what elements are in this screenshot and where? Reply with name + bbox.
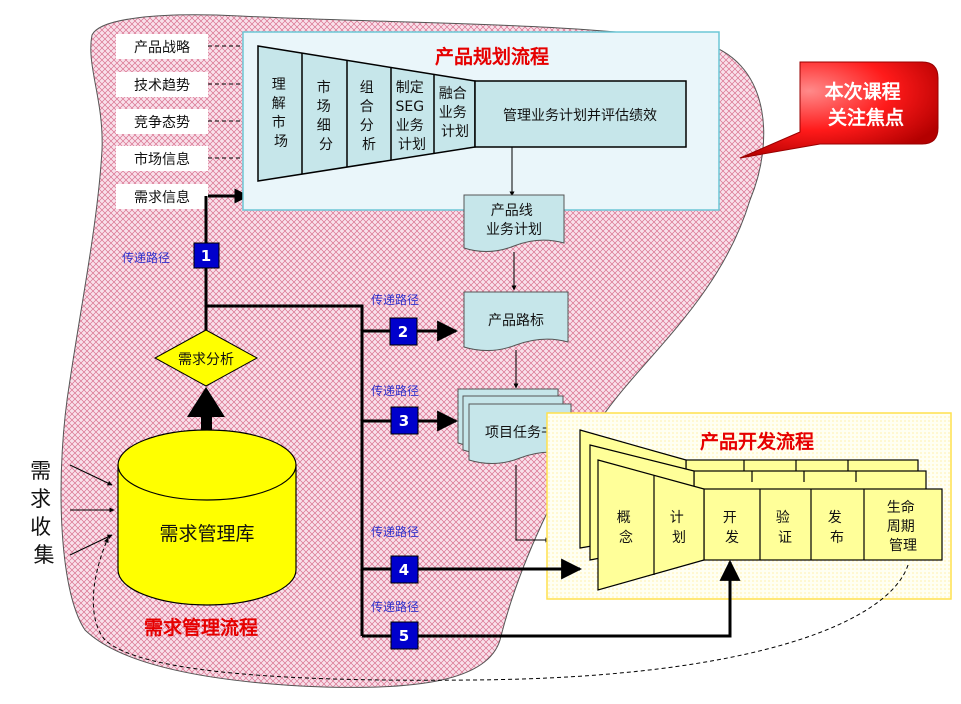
path-number-4: 4 bbox=[399, 561, 409, 579]
path-label-3: 传递路径 bbox=[371, 383, 419, 398]
dev-phase-dividers bbox=[759, 489, 865, 560]
charter-to-dev-arrow bbox=[515, 465, 551, 543]
path-label-1: 传递路径 bbox=[122, 250, 170, 265]
requirement-process-title: 需求管理流程 bbox=[144, 616, 258, 639]
path-number-3: 3 bbox=[399, 412, 409, 430]
planning-step-4: 制定 SEG 业务 计划 bbox=[395, 80, 428, 153]
requirement-collect-label: 需 求 收 集 bbox=[30, 459, 58, 567]
planning-final-step-label: 管理业务计划并评估绩效 bbox=[503, 108, 657, 124]
database-label: 需求管理库 bbox=[159, 523, 254, 545]
path-label-5: 传递路径 bbox=[371, 599, 419, 614]
dev-funnel-stage-1: 概 念 bbox=[617, 510, 635, 546]
input-label: 需求信息 bbox=[134, 189, 190, 206]
big-up-arrow bbox=[187, 387, 225, 458]
development-title: 产品开发流程 bbox=[700, 430, 814, 453]
dev-phase-2: 验 证 bbox=[776, 510, 794, 546]
dev-phase-1: 开 发 bbox=[723, 510, 741, 546]
dev-funnel bbox=[597, 459, 705, 591]
path-badge-5 bbox=[390, 621, 419, 650]
requirement-analysis-label: 需求分析 bbox=[178, 352, 234, 368]
path-badge-2 bbox=[389, 317, 418, 346]
path-number-2: 2 bbox=[398, 323, 408, 341]
charter-label: 项目任务书 bbox=[485, 425, 555, 441]
path-number-5: 5 bbox=[399, 627, 409, 645]
path-badge-3 bbox=[390, 406, 419, 435]
dev-phase-4: 生命 周期 管理 bbox=[887, 499, 919, 554]
business-plan-label: 产品线 业务计划 bbox=[486, 203, 542, 238]
dev-phase-row bbox=[703, 488, 943, 561]
dev-phase-3: 发 布 bbox=[828, 510, 846, 546]
input-label: 技术趋势 bbox=[134, 78, 190, 94]
path-badge-4 bbox=[390, 555, 419, 584]
roadmap-doc bbox=[463, 291, 569, 351]
input-list: 产品战略 技术趋势 竞争态势 市场信息 需求信息 bbox=[116, 34, 208, 209]
focus-callout bbox=[739, 61, 939, 159]
planning-step-3: 组 合 分 析 bbox=[360, 80, 378, 153]
requirement-analysis-diamond bbox=[153, 329, 259, 387]
planning-step-5: 融合 业务 计划 bbox=[439, 86, 471, 140]
planning-step-2: 市 场 细 分 bbox=[317, 79, 335, 153]
planning-step-1: 理 解 市 场 bbox=[272, 77, 290, 150]
roadmap-label: 产品路标 bbox=[488, 313, 544, 329]
focus-callout-text: 本次课程 关注焦点 bbox=[825, 80, 908, 129]
business-plan-doc bbox=[463, 194, 565, 252]
planning-title: 产品规划流程 bbox=[435, 45, 549, 68]
requirement-database bbox=[117, 429, 297, 606]
input-label: 产品战略 bbox=[134, 40, 190, 56]
input-label: 竞争态势 bbox=[134, 114, 190, 131]
dev-funnel-stage-2: 计 划 bbox=[670, 510, 688, 546]
path-label-2: 传递路径 bbox=[371, 292, 419, 307]
path-number-1: 1 bbox=[201, 247, 211, 265]
path-badge-1 bbox=[193, 242, 220, 269]
feedback-loop bbox=[92, 537, 909, 681]
path-label-4: 传递路径 bbox=[371, 524, 419, 539]
input-label: 市场信息 bbox=[134, 151, 190, 168]
funnel-dividers bbox=[301, 53, 435, 174]
planning-final-step bbox=[474, 80, 687, 148]
